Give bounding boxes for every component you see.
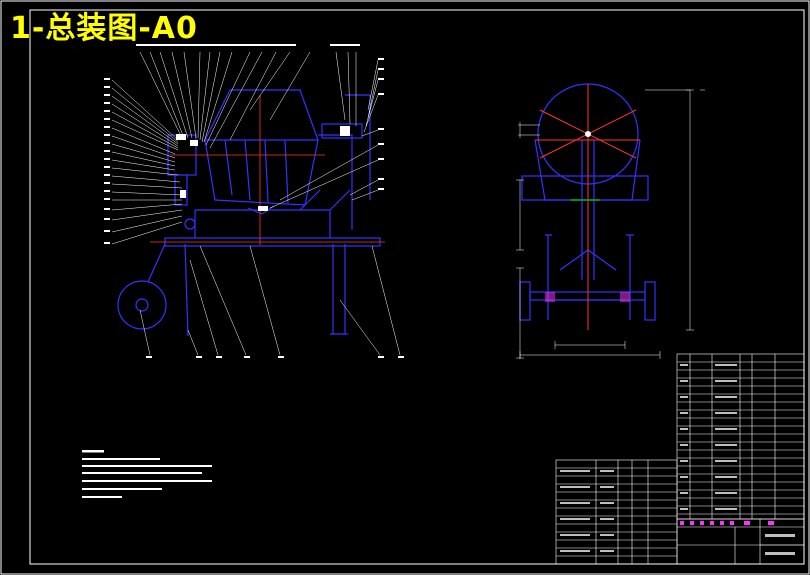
side-gearbox [521, 175, 649, 201]
title-block-marks [680, 521, 774, 525]
crank-knob [184, 218, 196, 230]
side-view-accents [545, 131, 630, 302]
parts-list-upper [676, 353, 805, 520]
side-view-dimensions [516, 89, 705, 359]
drawing-title: 1-总装图-A0 [10, 11, 198, 46]
parts-list-lower [555, 459, 678, 565]
mixing-drum [204, 139, 319, 206]
wheel [117, 280, 167, 330]
technical-notes [82, 450, 212, 498]
left-leg [147, 243, 166, 283]
right-side-wheel [644, 281, 656, 321]
front-view-centerlines [150, 95, 385, 245]
shaft-column [174, 174, 188, 206]
paddle [247, 205, 275, 215]
drum-ribs [224, 139, 289, 204]
side-a-frame [545, 234, 634, 320]
inner-frame [29, 9, 805, 565]
left-side-wheel [519, 281, 531, 321]
title-block [676, 518, 805, 565]
drum-cover [204, 89, 319, 141]
drum-frame [318, 94, 371, 230]
front-leg [184, 243, 189, 337]
front-view-highlights [176, 126, 350, 211]
support-brace [194, 189, 351, 238]
side-column [581, 140, 595, 280]
rear-leg [330, 244, 348, 335]
front-view-leaders [111, 51, 401, 356]
parts-list-text-bars [560, 364, 795, 555]
wheel-hub [135, 298, 149, 312]
motor [321, 123, 363, 139]
front-view-label-ticks [104, 44, 404, 358]
